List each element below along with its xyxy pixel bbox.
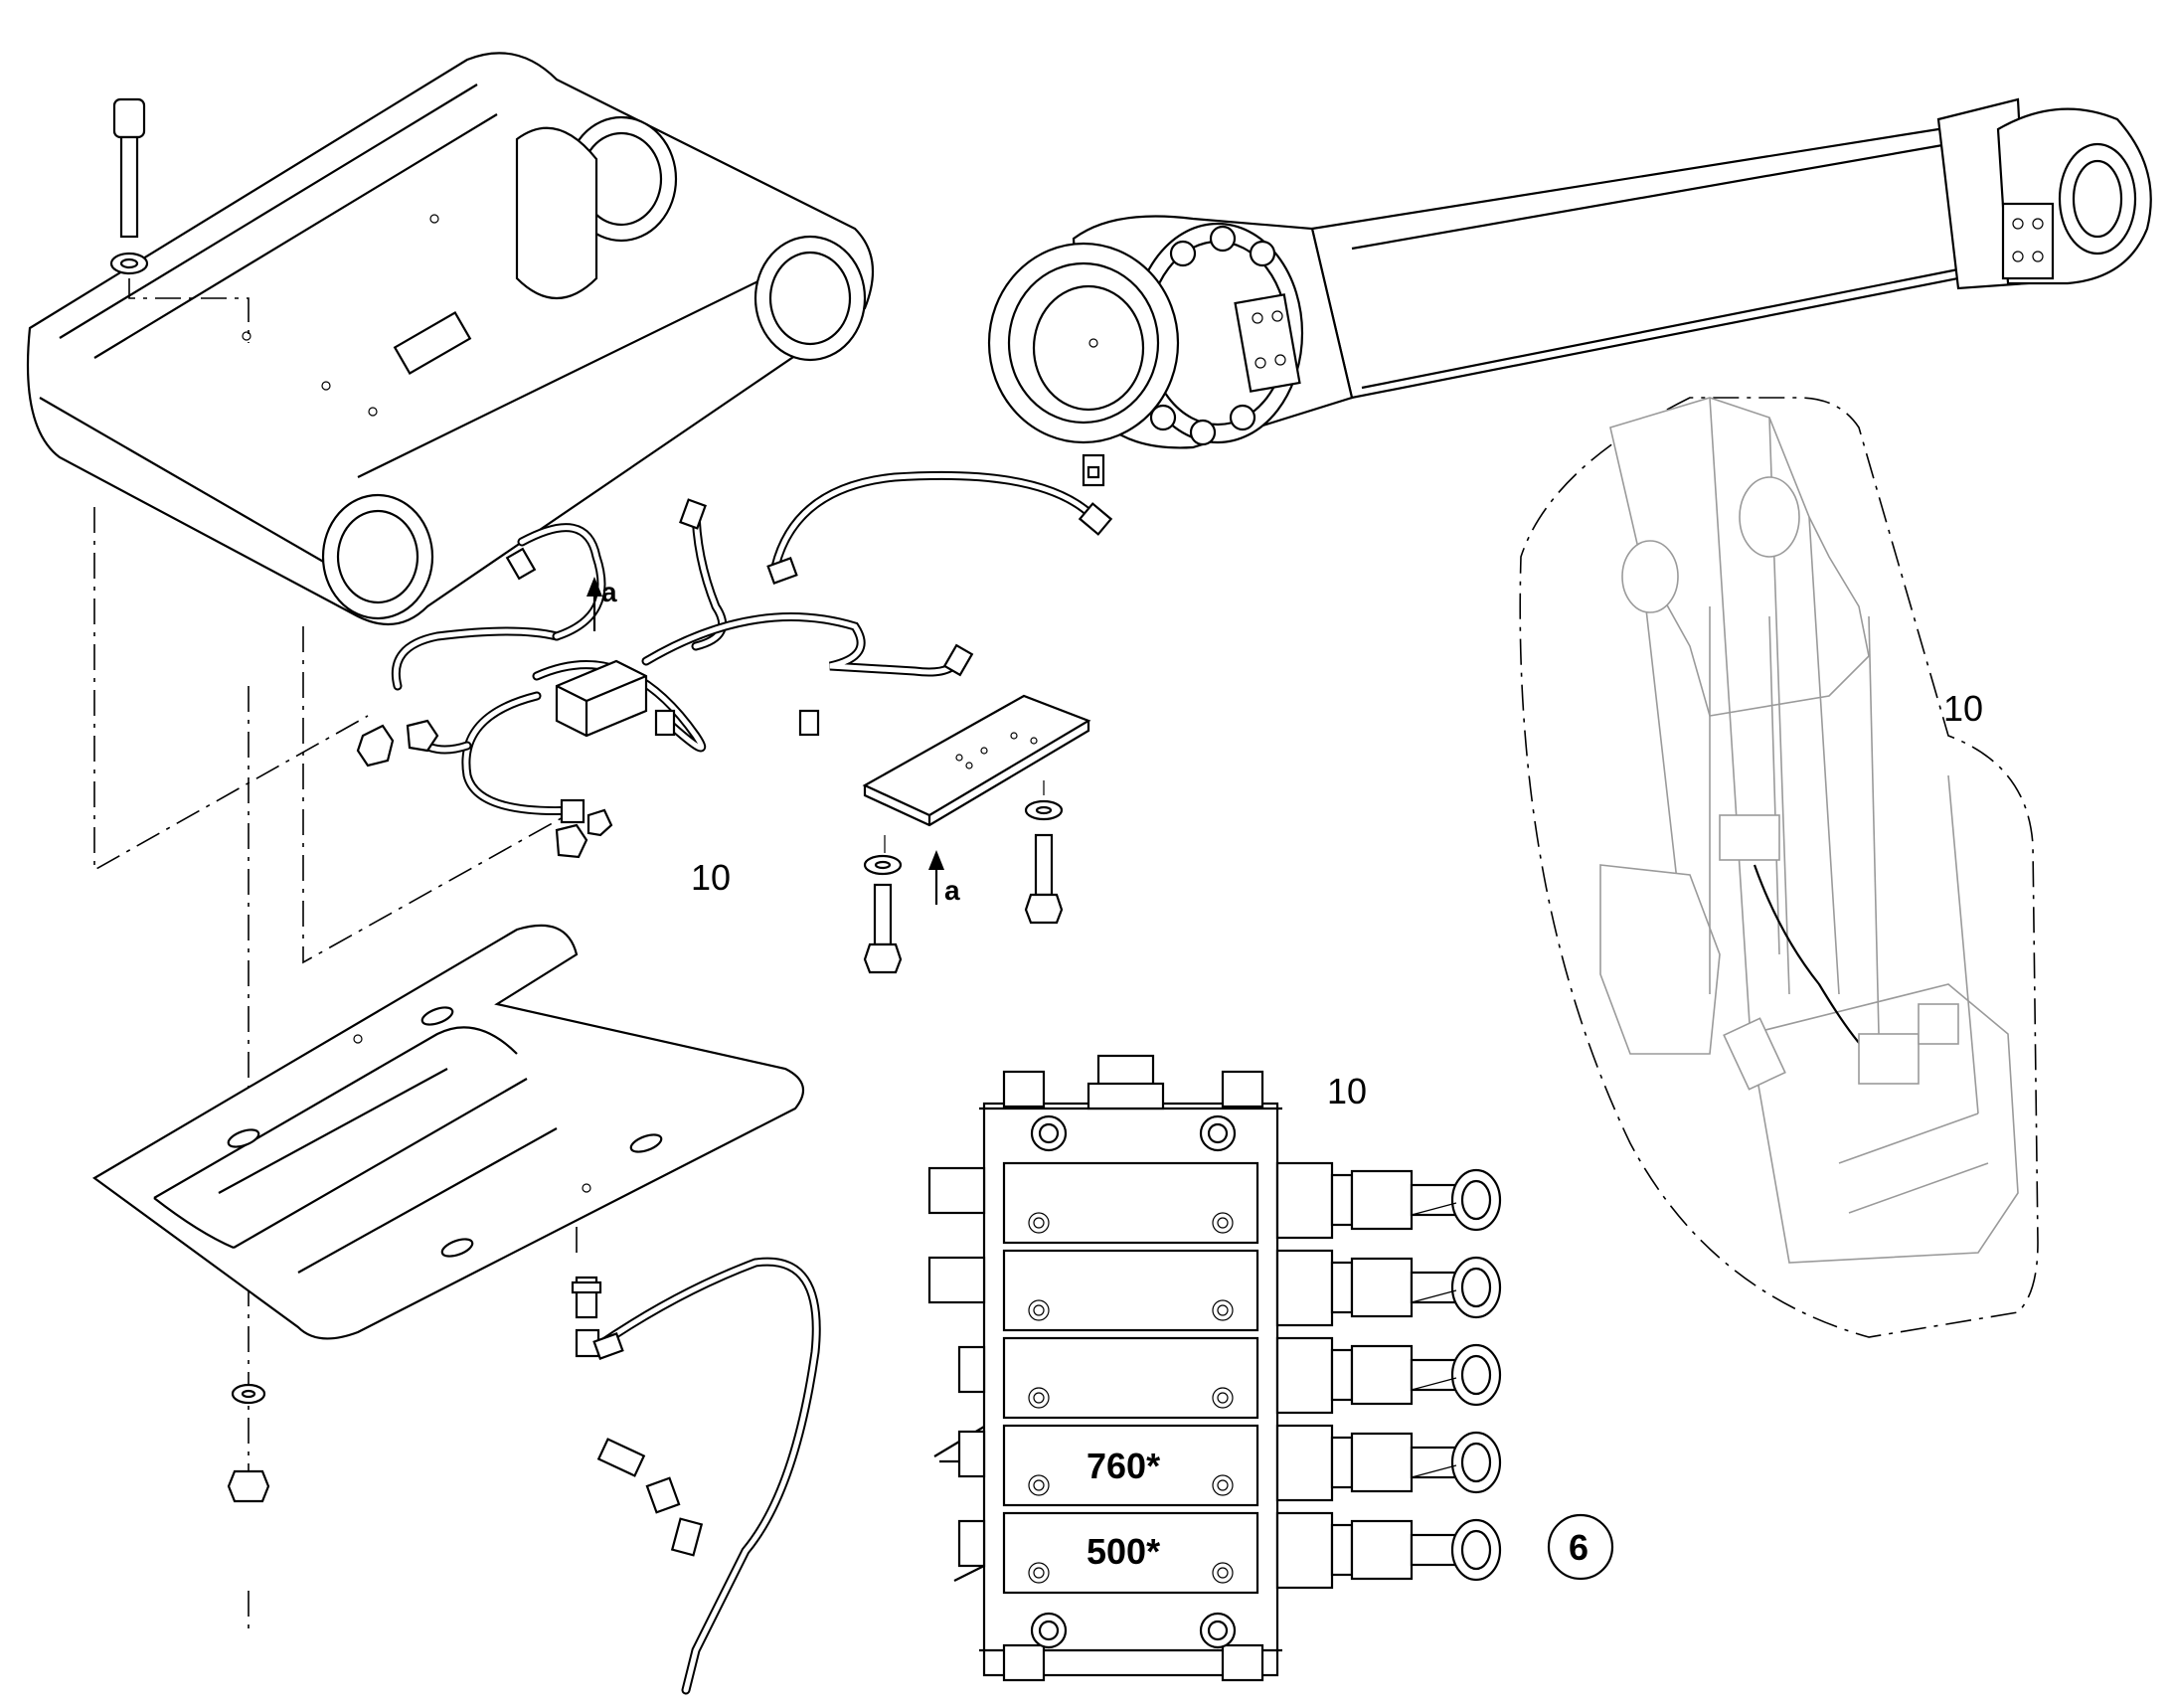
arrow-a-upper: a (586, 577, 617, 631)
junction-block (555, 659, 648, 738)
valve-outlet-5 (1275, 1511, 1502, 1590)
valve-section-3 (1002, 1336, 1259, 1420)
long-hose (571, 1257, 821, 1695)
cylinder-port-fitting (1082, 453, 1105, 487)
hydraulic-cylinder (987, 97, 2152, 449)
pivot-block (26, 52, 875, 626)
valve-outlet-fittings (1275, 1161, 1502, 1590)
hose-harness (391, 470, 1098, 816)
valve-outlet-1 (1275, 1161, 1502, 1240)
boom-detail-view (1519, 397, 2039, 1338)
bracket-bolts (863, 799, 1064, 974)
valve-section-1 (1002, 1161, 1259, 1245)
ref-label-pivot: 10 (691, 857, 731, 898)
valve-outlet-4 (1275, 1424, 1502, 1502)
valve-outlet-3 (1275, 1336, 1502, 1415)
valve-section-5-label: 500* (1086, 1531, 1160, 1572)
guard-plate (92, 924, 805, 1340)
plate-washer-nut (227, 1383, 270, 1503)
callout-6: 6 (1547, 1513, 1614, 1581)
arrow-a-upper-label: a (601, 577, 617, 607)
bracket-plate (862, 694, 1091, 853)
valve-section-4: 760* (1002, 1424, 1259, 1507)
pivot-bolt (109, 97, 149, 275)
ref-label-valve: 10 (1327, 1071, 1367, 1111)
arrow-a-lower: a (928, 850, 960, 906)
ref-label-boom: 10 (1943, 688, 1983, 729)
valve-section-4-label: 760* (1086, 1446, 1160, 1486)
valve-section-2 (1002, 1249, 1259, 1332)
hose-fittings (356, 498, 1113, 859)
arrow-a-lower-label: a (944, 875, 960, 906)
valve-section-5: 500* (1002, 1511, 1259, 1595)
valve-outlet-2 (1275, 1249, 1502, 1327)
callout-6-label: 6 (1569, 1527, 1588, 1568)
